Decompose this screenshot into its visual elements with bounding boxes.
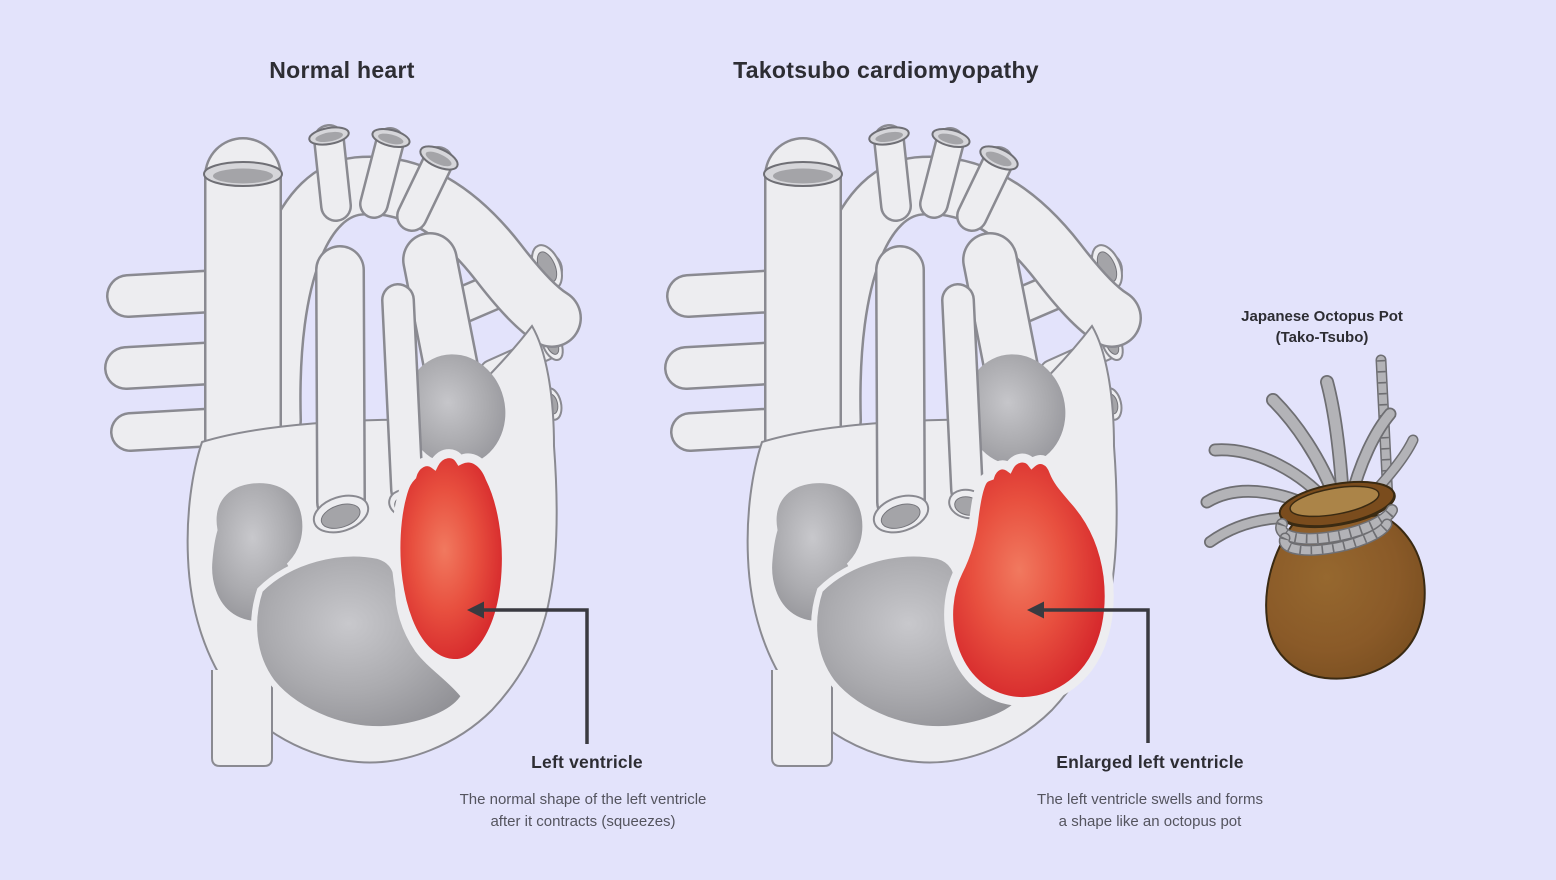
takotsubo-title: Takotsubo cardiomyopathy [733,57,1039,83]
octopus-pot-label: Japanese Octopus Pot (Tako-Tsubo) [1241,306,1403,348]
pot-body [1265,513,1426,680]
normal-heart-title: Normal heart [269,57,415,83]
enlarged-left-ventricle-caption: The left ventricle swells and forms a sh… [1037,789,1263,833]
octopus-pot-illustration [1200,354,1426,680]
left-ventricle-caption: The normal shape of the left ventricle a… [460,789,707,833]
left-ventricle-label: Left ventricle [531,752,643,772]
pot-lip [1278,480,1396,529]
octopus-pot-label-line1: Japanese Octopus Pot [1241,308,1403,325]
enlarged-left-ventricle-caption-line1: The left ventricle swells and forms [1037,791,1263,808]
octopus-pot-label-line2: (Tako-Tsubo) [1275,329,1369,346]
enlarged-left-ventricle-label: Enlarged left ventricle [1056,752,1244,772]
enlarged-left-ventricle-caption-line2: a shape like an octopus pot [1058,813,1242,830]
left-ventricle-arrow [467,601,589,744]
normal-heart-illustration [100,110,620,880]
takotsubo-heart-illustration [660,110,1180,880]
pot-rope-coils [1275,504,1398,556]
enlarged-left-ventricle-shape [944,453,1114,706]
left-ventricle-caption-line2: after it contracts (squeezes) [490,813,676,830]
enlarged-left-ventricle-arrow [1027,601,1150,743]
left-ventricle-shape [391,449,511,668]
left-ventricle-caption-line1: The normal shape of the left ventricle [459,791,707,808]
